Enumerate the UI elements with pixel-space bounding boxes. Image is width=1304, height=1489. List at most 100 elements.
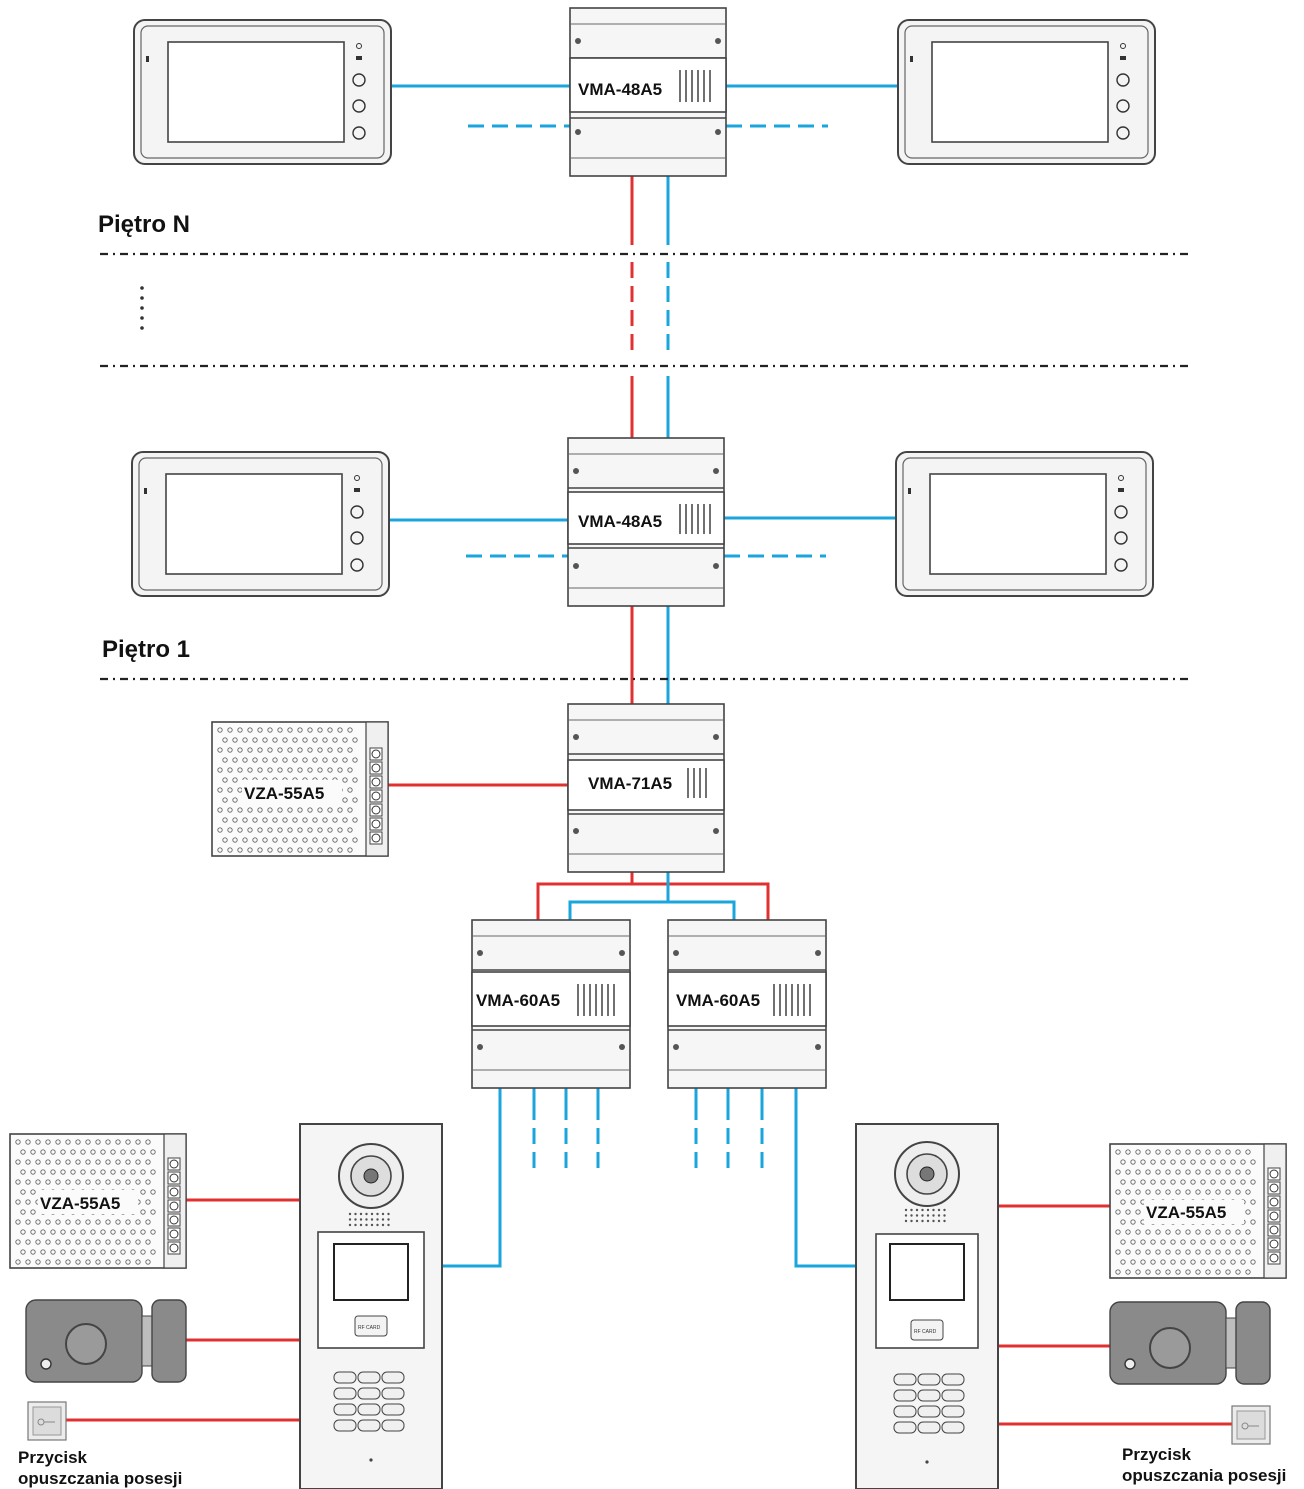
indoor-monitor <box>133 19 392 165</box>
psu-label: VZA-55A5 <box>1146 1203 1226 1222</box>
menu-icon <box>1118 488 1124 492</box>
exit-button-label: Przycisk <box>18 1448 88 1467</box>
talk-icon <box>350 558 364 572</box>
screw-terminal <box>1267 1181 1281 1195</box>
outdoor-panel: RF CARD <box>299 1123 443 1489</box>
power-icon <box>1120 43 1126 49</box>
indoor-monitor <box>897 19 1156 165</box>
screw-terminal <box>369 789 383 803</box>
menu-icon <box>356 56 362 60</box>
keypad-key <box>893 1421 917 1434</box>
talk-icon <box>1114 558 1128 572</box>
exit-button-label: opuszczania posesji <box>18 1469 182 1488</box>
keypad-key <box>333 1371 357 1384</box>
keypad-key <box>381 1387 405 1400</box>
vent-holes <box>1115 1149 1256 1275</box>
power-supply: VZA-55A5 <box>1109 1143 1287 1279</box>
module-label: VMA-71A5 <box>588 774 672 793</box>
signal-wire <box>568 870 670 920</box>
keypad-key <box>333 1419 357 1432</box>
module-label: VMA-60A5 <box>476 991 560 1010</box>
floor-label-n: Piętro N <box>98 211 190 238</box>
screw-terminal <box>1267 1251 1281 1265</box>
monitor-icon <box>352 99 366 113</box>
signal-wire <box>668 900 736 920</box>
panel-display <box>889 1243 965 1301</box>
exit-button-device <box>1231 1405 1271 1445</box>
keypad-key <box>357 1419 381 1432</box>
power-supply: VZA-55A5 <box>9 1133 187 1269</box>
exit-button-label: opuszczania posesji <box>1122 1466 1286 1485</box>
talk-icon <box>352 126 366 140</box>
rf-card-label: RF CARD <box>358 1325 381 1331</box>
keypad-key <box>333 1403 357 1416</box>
keypad-key <box>893 1373 917 1386</box>
screw-terminal <box>167 1199 181 1213</box>
screw-terminal <box>369 803 383 817</box>
keypad <box>893 1373 965 1434</box>
screw-terminal <box>1267 1209 1281 1223</box>
power-wire <box>632 882 770 920</box>
screw-terminal <box>167 1213 181 1227</box>
speaker-grill <box>348 1212 390 1227</box>
keypad-key <box>381 1403 405 1416</box>
din-module-distributor: VMA-48A5 <box>567 437 725 607</box>
screw-terminal <box>1267 1195 1281 1209</box>
outdoor-panel: RF CARD <box>855 1123 999 1489</box>
unlock-icon <box>350 505 364 519</box>
rf-card-reader <box>354 1315 388 1337</box>
indoor-monitor <box>131 451 390 597</box>
signal-wire <box>442 1088 502 1268</box>
menu-icon <box>354 488 360 492</box>
keypad <box>333 1371 405 1432</box>
keypad-key <box>941 1405 965 1418</box>
din-module-controller: VMA-71A5 <box>567 703 725 873</box>
panel-display <box>333 1243 409 1301</box>
ellipsis-dots <box>140 286 144 330</box>
keypad-key <box>917 1421 941 1434</box>
exit-button-label: Przycisk <box>1122 1445 1192 1464</box>
keypad-key <box>941 1421 965 1434</box>
keypad-key <box>357 1387 381 1400</box>
screw-terminal <box>167 1171 181 1185</box>
screw-terminal <box>167 1227 181 1241</box>
key-icon <box>1241 1422 1259 1430</box>
wiring <box>66 84 1232 1426</box>
keypad-key <box>917 1405 941 1418</box>
keypad-key <box>917 1389 941 1402</box>
monitor-icon <box>1114 531 1128 545</box>
keyhole-icon <box>40 1358 52 1370</box>
keypad-key <box>917 1373 941 1386</box>
electric-lock <box>1109 1301 1271 1385</box>
keyhole-icon <box>1124 1358 1136 1370</box>
screw-terminal <box>1267 1237 1281 1251</box>
power-icon <box>354 475 360 481</box>
screw-terminal <box>369 775 383 789</box>
talk-icon <box>1116 126 1130 140</box>
keypad-key <box>893 1389 917 1402</box>
keypad-key <box>941 1373 965 1386</box>
power-icon <box>356 43 362 49</box>
module-label: VMA-48A5 <box>578 80 662 99</box>
floor-label-1: Piętro 1 <box>102 636 190 663</box>
key-icon <box>37 1418 55 1426</box>
indoor-monitor <box>895 451 1154 597</box>
screw-terminal <box>167 1241 181 1255</box>
screw-terminal <box>1267 1223 1281 1237</box>
keypad-key <box>941 1389 965 1402</box>
power-icon <box>1118 475 1124 481</box>
keypad-key <box>357 1403 381 1416</box>
unlock-icon <box>1116 73 1130 87</box>
rf-card-reader <box>910 1319 944 1341</box>
unlock-icon <box>352 73 366 87</box>
keypad-key <box>357 1371 381 1384</box>
signal-wire <box>794 1088 856 1268</box>
screw-terminal <box>369 747 383 761</box>
din-module-panel-interface: VMA-60A5 <box>471 919 631 1089</box>
module-label: VMA-48A5 <box>578 512 662 531</box>
screw-terminal <box>1267 1167 1281 1181</box>
power-supply: VZA-55A5 <box>211 721 389 857</box>
module-label: VMA-60A5 <box>676 991 760 1010</box>
speaker-grill <box>904 1208 946 1223</box>
